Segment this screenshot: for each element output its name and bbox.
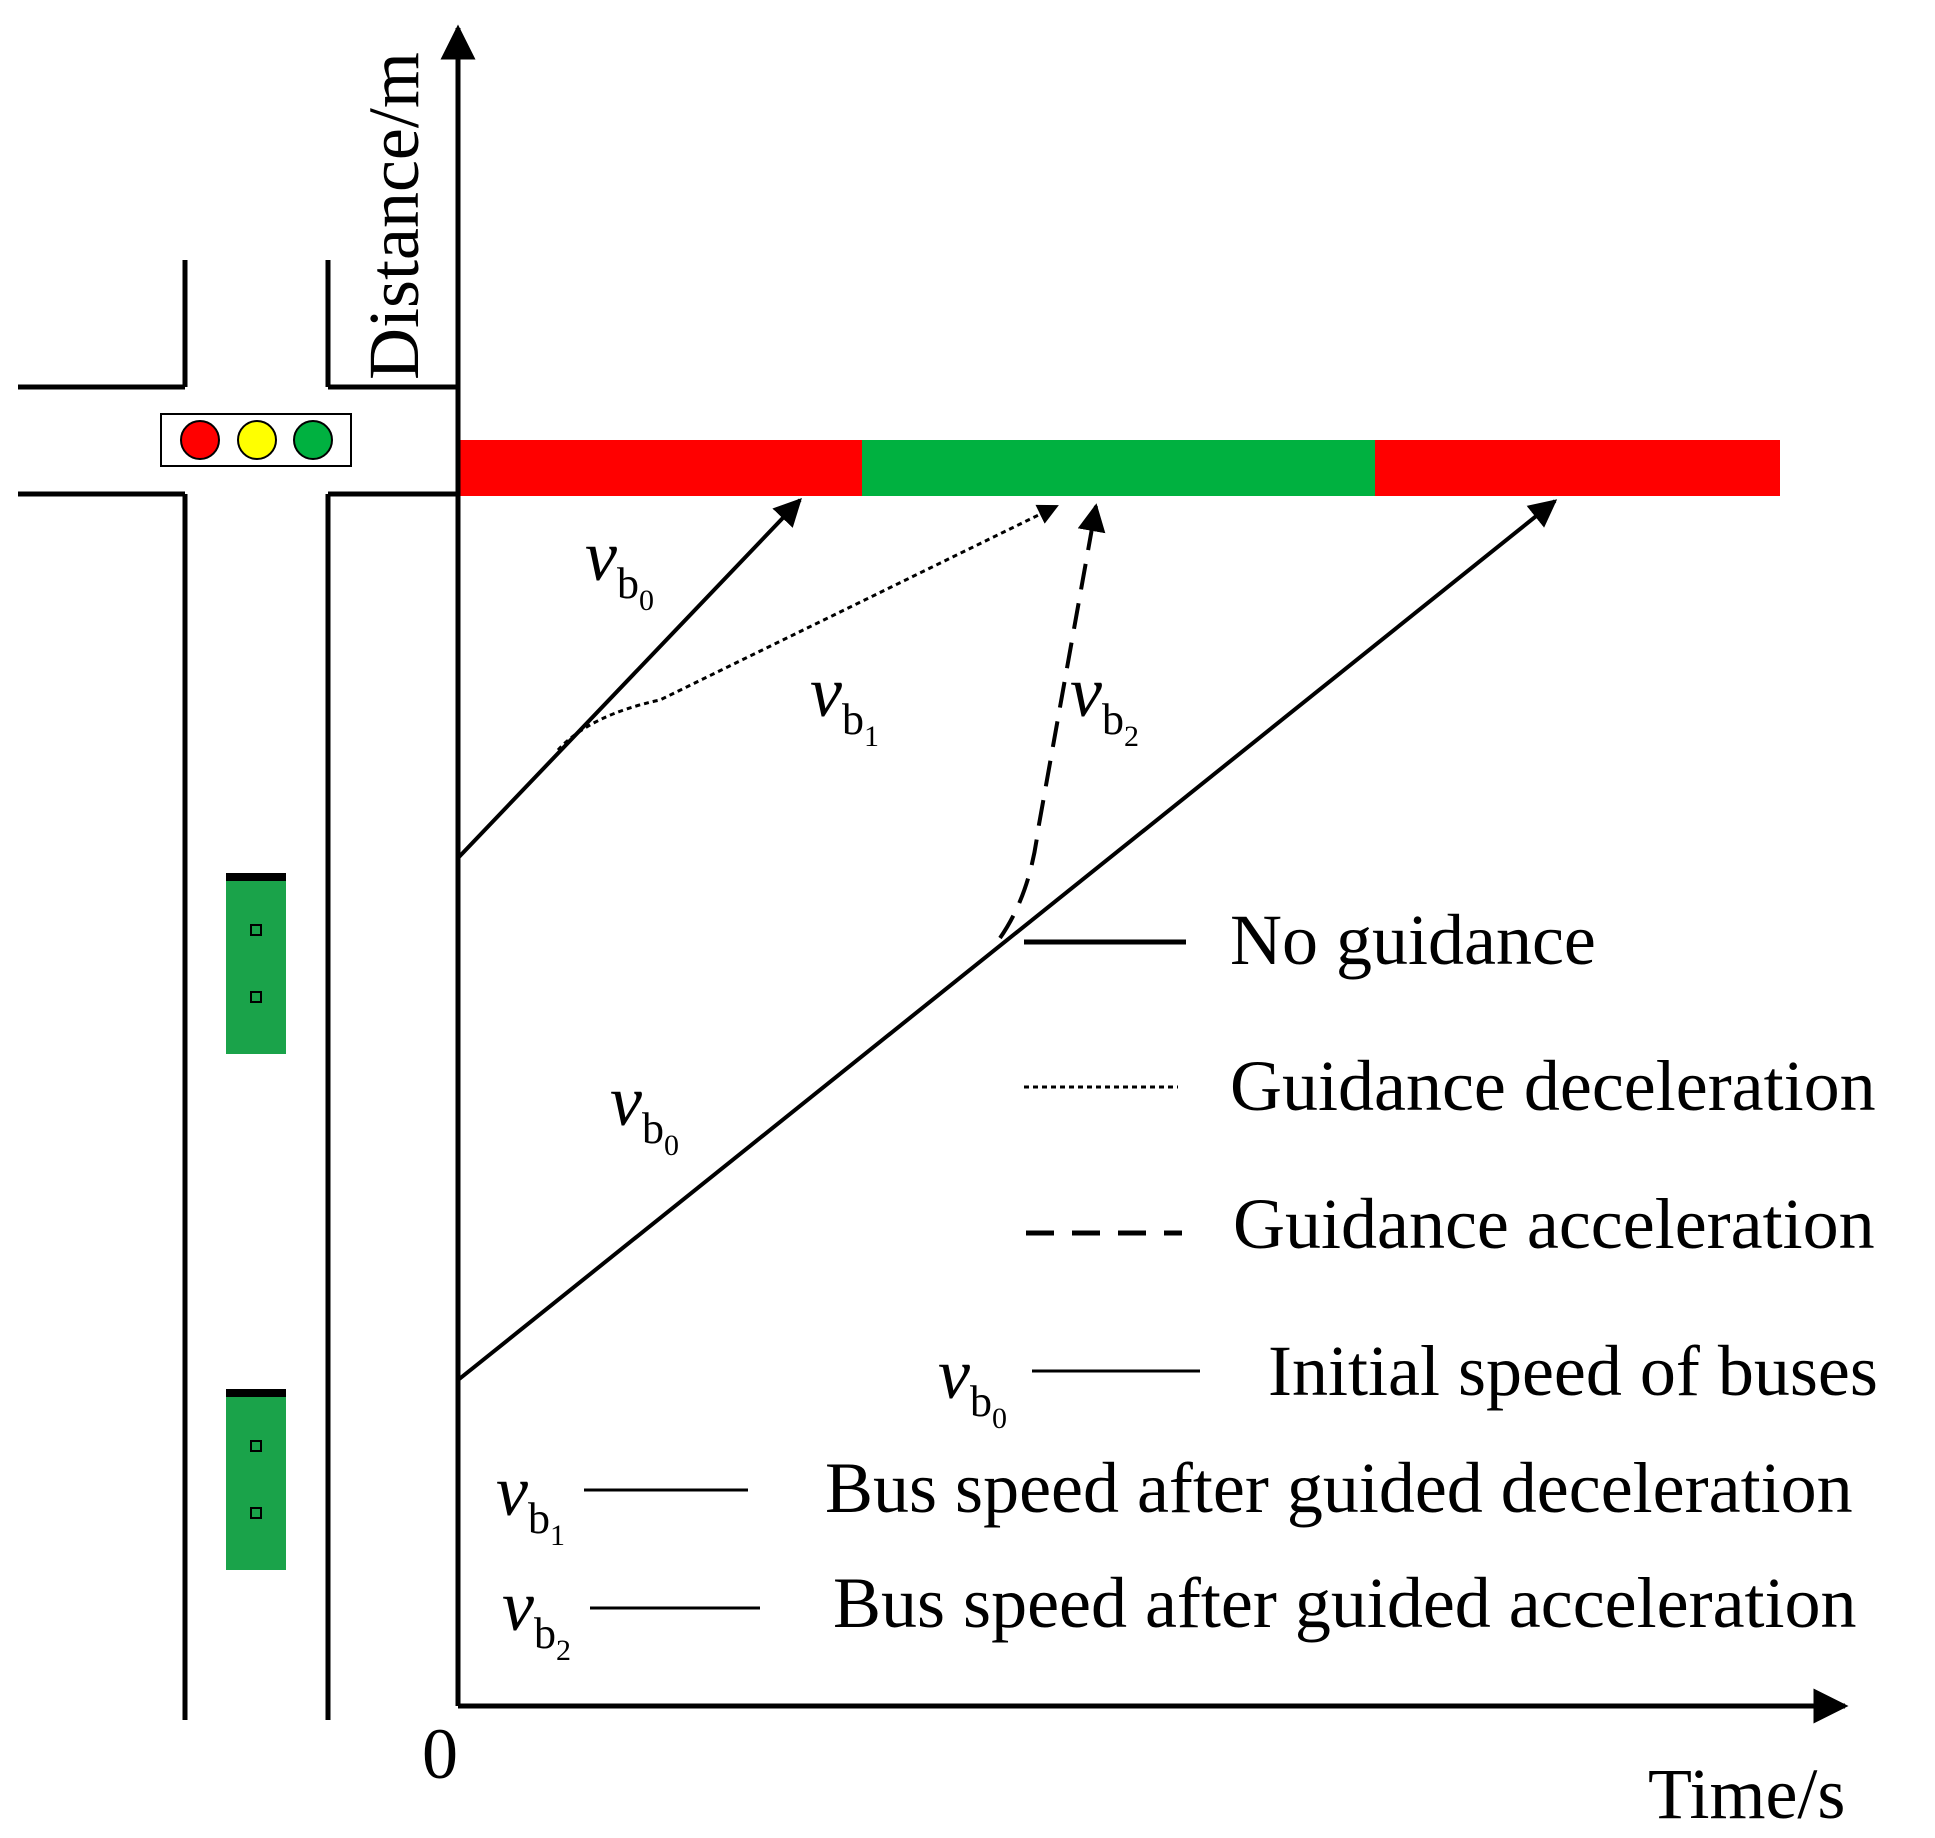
signal-phase-bar <box>458 440 1780 496</box>
legend: No guidance Guidance deceleration Guidan… <box>496 900 1878 1667</box>
y-axis-label: Distance/m <box>354 52 434 380</box>
x-axis-label: Time/s <box>1648 1754 1845 1834</box>
signal-phase-red-2 <box>1375 440 1780 496</box>
traffic-light-icon <box>160 413 352 467</box>
green-light <box>293 420 333 460</box>
red-light <box>180 420 220 460</box>
legend-symbol-vb2: vb2 <box>502 1566 571 1667</box>
legend-guidance-deceleration: Guidance deceleration <box>1230 1046 1876 1126</box>
trajectories <box>456 497 1558 1382</box>
trajectory-guidance-deceleration <box>556 504 1059 752</box>
axes <box>440 24 1849 1724</box>
legend-symbol-vb0: vb0 <box>938 1334 1007 1435</box>
legend-no-guidance: No guidance <box>1230 900 1596 980</box>
signal-phase-green <box>862 440 1375 496</box>
trajectory-upper-no-guidance <box>456 497 802 860</box>
trajectory-label-vb2: vb2 <box>1070 652 1139 753</box>
legend-speed-after-acceleration: Bus speed after guided acceleration <box>833 1563 1857 1643</box>
trajectory-guidance-acceleration <box>998 503 1106 940</box>
trajectory-label-vb1: vb1 <box>810 652 879 753</box>
yellow-light <box>237 420 277 460</box>
legend-symbol-vb1: vb1 <box>496 1451 565 1552</box>
road-intersection <box>18 260 456 1720</box>
bus-icon <box>226 873 286 1054</box>
trajectory-label-vb0-upper: vb0 <box>585 516 654 617</box>
legend-guidance-acceleration: Guidance acceleration <box>1233 1184 1875 1264</box>
legend-speed-after-deceleration: Bus speed after guided deceleration <box>825 1448 1853 1528</box>
trajectory-lower-no-guidance <box>456 499 1558 1382</box>
origin-label: 0 <box>422 1714 458 1794</box>
legend-initial-speed: Initial speed of buses <box>1268 1331 1878 1411</box>
bus-icon <box>226 1389 286 1570</box>
trajectory-label-vb0-lower: vb0 <box>610 1061 679 1162</box>
signal-phase-red-1 <box>458 440 862 496</box>
